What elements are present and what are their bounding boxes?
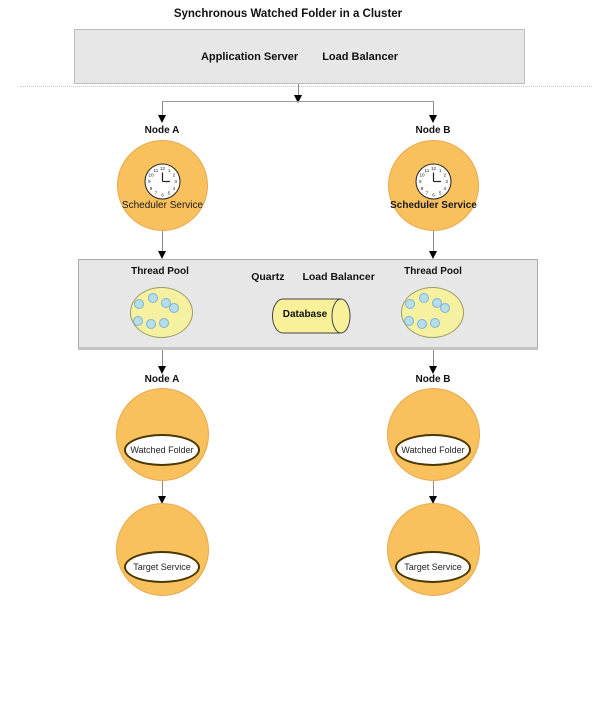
clock-number: 11 [425, 168, 430, 173]
load-balancer-label-mid: Load Balancer [302, 271, 375, 283]
thread-dot [430, 318, 440, 328]
arrow-down-icon [158, 115, 166, 123]
thread-dot [134, 299, 144, 309]
clock-number: 7 [155, 191, 158, 196]
thread-dot [159, 318, 169, 328]
thread-dot [405, 299, 415, 309]
clock-number: 3 [174, 179, 177, 184]
target-service-ellipse-a: Target Service [124, 551, 200, 583]
watched-folder-ellipse-b: Watched Folder [395, 434, 471, 466]
thread-pool-left [130, 287, 193, 338]
node-a-label-bottom: Node A [144, 374, 180, 385]
clock-number: 1 [168, 168, 171, 173]
clock-number: 8 [421, 186, 424, 191]
arrow-down-icon [158, 251, 166, 259]
target-service-ellipse-b: Target Service [395, 551, 471, 583]
database-cylinder-icon [272, 298, 351, 334]
connector-line [162, 102, 163, 115]
watched-folder-ellipse-a: Watched Folder [124, 434, 200, 466]
clock-number: 1 [439, 168, 442, 173]
clock-number: 12 [431, 166, 437, 171]
thread-dot [146, 319, 156, 329]
diagram-title: Synchronous Watched Folder in a Cluster [173, 8, 403, 20]
arrow-down-icon [429, 115, 437, 123]
connector-line [162, 350, 163, 366]
clock-number: 6 [432, 192, 435, 197]
connector-line [162, 481, 163, 496]
clock-number: 10 [149, 173, 155, 178]
thread-dot [404, 316, 414, 326]
node-a-label-top: Node A [144, 125, 180, 136]
arrow-down-icon [429, 251, 437, 259]
target-service-label-a: Target Service [133, 562, 191, 572]
application-server-label: Application Server [200, 50, 299, 63]
connector-line [433, 231, 434, 251]
thread-pool-label-left: Thread Pool [131, 266, 189, 277]
clock-number: 3 [445, 179, 448, 184]
thread-dot [169, 303, 179, 313]
clock-number: 6 [161, 192, 164, 197]
thread-dot [133, 316, 143, 326]
clock-number: 10 [420, 173, 426, 178]
connector-line [433, 350, 434, 366]
thread-dot [440, 303, 450, 313]
clock-number: 9 [148, 179, 151, 184]
connector-line [433, 481, 434, 496]
thread-dot [419, 293, 429, 303]
arrow-down-icon [429, 366, 437, 374]
node-b-label-top: Node B [415, 125, 451, 136]
arrow-down-icon [158, 496, 166, 504]
watched-folder-label-b: Watched Folder [401, 445, 465, 455]
clock-number: 12 [160, 166, 166, 171]
connector-line [433, 102, 434, 115]
clock-number: 8 [150, 186, 153, 191]
database-label: Database [282, 309, 328, 320]
scheduler-service-label-b: Scheduler Service [390, 200, 477, 211]
thread-pool-right [401, 287, 464, 338]
clock-number: 4 [173, 186, 176, 191]
arrow-down-icon [294, 95, 302, 103]
clock-number: 2 [444, 173, 447, 178]
clock-number: 9 [419, 179, 422, 184]
quartz-label: Quartz [251, 271, 285, 283]
load-balancer-label: Load Balancer [322, 50, 398, 63]
clock-number: 11 [154, 168, 159, 173]
quartz-row: Quartz Load Balancer [238, 271, 388, 283]
connector-line [298, 84, 299, 95]
thread-dot [148, 293, 158, 303]
connector-line [162, 101, 434, 102]
divider-dotted-line [20, 86, 592, 87]
target-service-label-b: Target Service [404, 562, 462, 572]
watched-folder-label-a: Watched Folder [130, 445, 194, 455]
clock-number: 4 [444, 186, 447, 191]
clock-number: 5 [439, 191, 442, 196]
arrow-down-icon [429, 496, 437, 504]
thread-dot [417, 319, 427, 329]
arrow-down-icon [158, 366, 166, 374]
clock-number: 7 [426, 191, 429, 196]
clock-number: 5 [168, 191, 171, 196]
application-server-box: Application Server Load Balancer [74, 29, 525, 84]
clock-number: 2 [173, 173, 176, 178]
scheduler-service-label-a: Scheduler Service [121, 200, 204, 211]
node-b-label-bottom: Node B [415, 374, 451, 385]
thread-pool-label-right: Thread Pool [404, 266, 462, 277]
connector-line [162, 231, 163, 251]
